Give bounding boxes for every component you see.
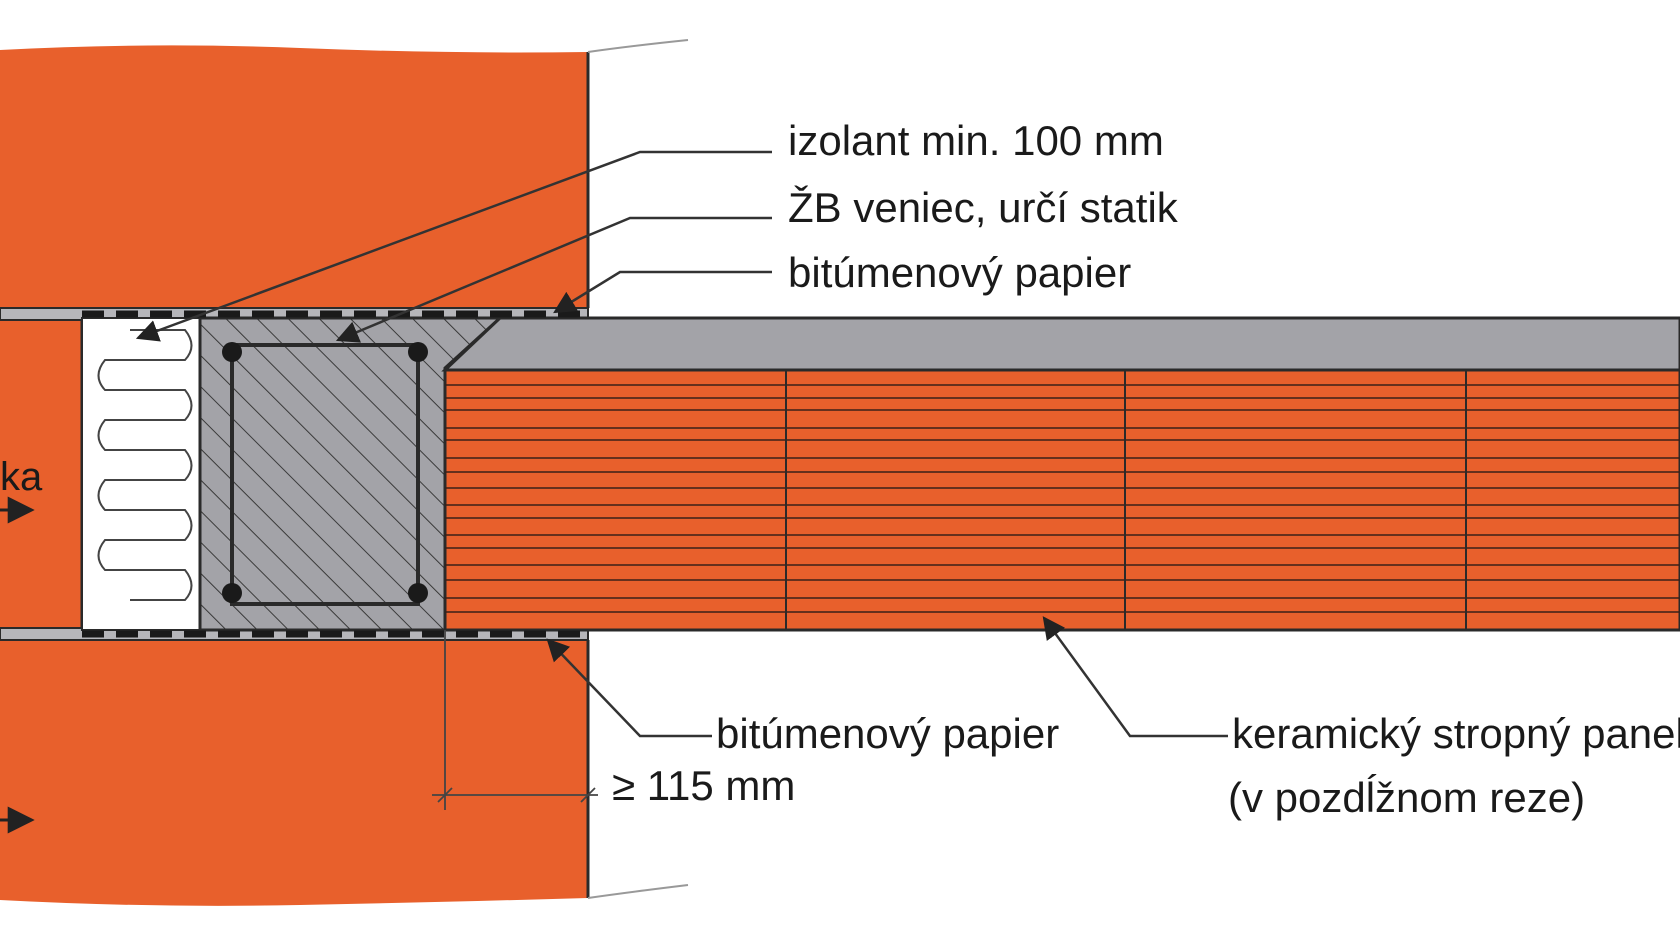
leader-lines <box>135 150 1228 738</box>
label-ring-beam: ŽB veniec, určí statik <box>788 184 1179 231</box>
label-ceramic-panel-line1: keramický stropný panel <box>1232 710 1680 757</box>
leader-ring-beam <box>335 216 772 343</box>
label-dimension: ≥ 115 mm <box>612 762 795 809</box>
panel-vertical-joints <box>785 370 1467 630</box>
upper-brick-wall <box>0 45 588 309</box>
panel-horizontal-lines <box>445 384 1680 613</box>
concrete-topping <box>441 316 1680 372</box>
label-wall-fragment: ka <box>0 455 43 499</box>
insulation-zigzag <box>97 329 193 601</box>
lower-wall-break-line <box>587 884 689 899</box>
leader-ceramic-panel <box>1042 616 1228 738</box>
rebar <box>408 583 428 603</box>
leader-bitumen-bottom <box>546 638 712 738</box>
ceramic-ceiling-panel <box>443 368 1680 632</box>
label-insulation: izolant min. 100 mm <box>788 117 1164 164</box>
dimension-line <box>432 630 598 810</box>
rebar <box>408 342 428 362</box>
leader-bitumen-top <box>553 270 772 314</box>
rebar <box>222 342 242 362</box>
rebar <box>222 583 242 603</box>
left-wall-core <box>0 318 82 630</box>
insulation-block <box>81 317 201 631</box>
upper-wall-break-line <box>587 39 689 53</box>
stirrup <box>230 343 420 606</box>
label-bitumen-top: bitúmenový papier <box>788 249 1131 296</box>
lower-brick-wall <box>0 640 588 906</box>
leader-insulation <box>135 150 772 342</box>
label-bitumen-bottom: bitúmenový papier <box>716 710 1059 757</box>
label-ceramic-panel-line2: (v pozdĺžnom reze) <box>1228 773 1585 821</box>
